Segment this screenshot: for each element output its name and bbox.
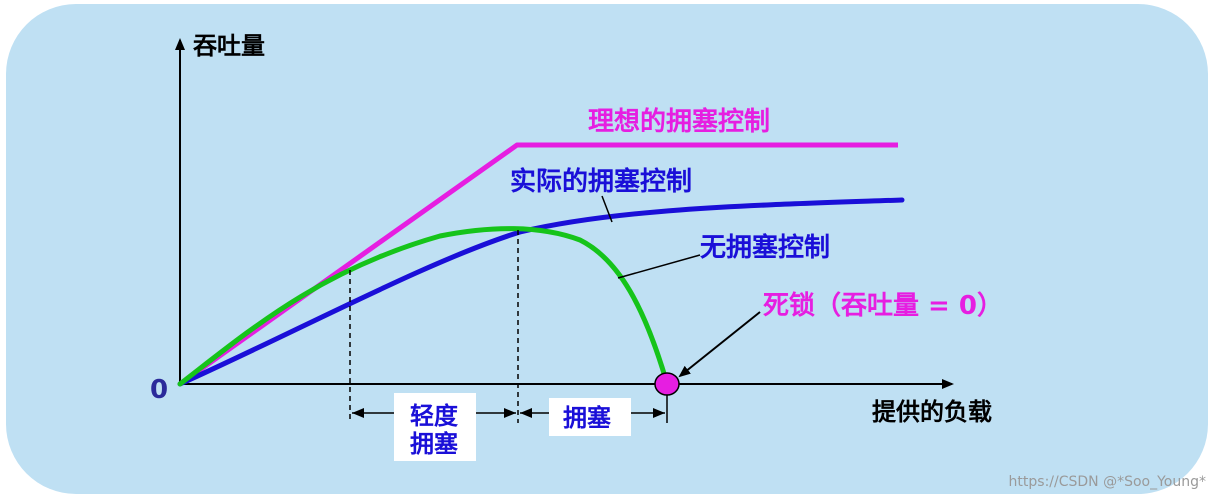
light-congestion-box xyxy=(394,393,476,461)
deadlock-point xyxy=(654,372,680,396)
actual-curve xyxy=(177,197,905,387)
x-axis-label: 提供的负载 xyxy=(872,398,992,426)
origin-label: 0 xyxy=(150,375,168,405)
deadlock-label: 死锁（吞吐量 = 0） xyxy=(763,290,1003,321)
y-axis-label: 吞吐量 xyxy=(193,32,265,60)
watermark: https://CSDN @*Soo_Young* xyxy=(1009,474,1206,490)
light-congestion-label-line1: 轻度 xyxy=(410,402,459,430)
light-congestion-arrow-head-right xyxy=(504,408,516,418)
light-congestion-arrow-head-left xyxy=(352,408,364,418)
congestion-box xyxy=(549,398,631,436)
deadlock-arrow xyxy=(678,311,761,378)
ideal-curve-label: 理想的拥塞控制 xyxy=(588,106,770,137)
congestion-arrow-head-right xyxy=(653,408,665,418)
light-congestion-label-line2: 拥塞 xyxy=(410,430,458,458)
actual-label-leader xyxy=(601,195,613,223)
no-control-curve-label: 无拥塞控制 xyxy=(700,232,830,263)
congestion-label: 拥塞 xyxy=(563,404,611,432)
actual-curve-label: 实际的拥塞控制 xyxy=(510,166,692,197)
none-label-leader xyxy=(617,254,701,279)
no-control-curve xyxy=(177,226,669,387)
congestion-arrow-head-left xyxy=(520,408,532,418)
